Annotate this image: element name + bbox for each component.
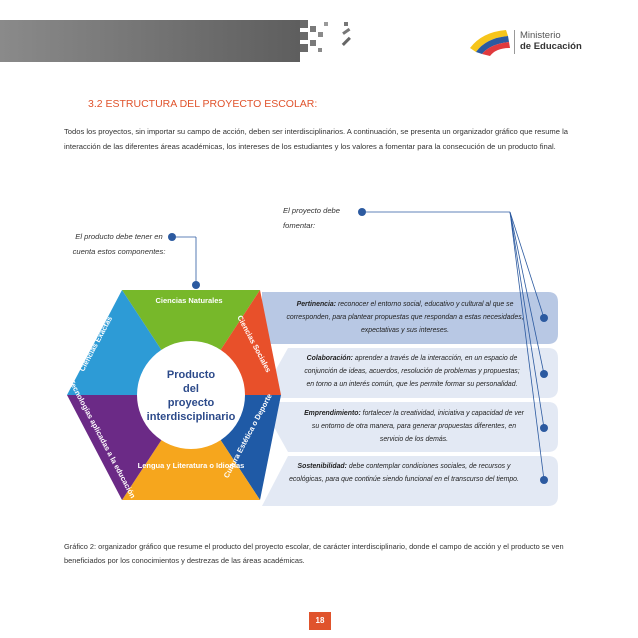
center-line-4: interdisciplinario	[147, 411, 236, 423]
left-connector	[172, 236, 197, 284]
intro-paragraph: Todos los proyectos, sin importar su cam…	[64, 127, 568, 152]
value-sostenibilidad: Sostenibilidad: debe contemplar condicio…	[280, 460, 528, 486]
logo-divider	[514, 30, 515, 54]
value-dots	[540, 314, 548, 484]
center-line-3: proyecto	[168, 397, 215, 409]
value-label: Colaboración:	[306, 355, 353, 362]
value-text: reconocer el entorno social, educativo y…	[286, 301, 524, 334]
center-line-1: Producto	[167, 369, 216, 381]
annotation-right: El proyecto debe fomentar:	[283, 206, 340, 230]
value-bar-4	[262, 456, 558, 506]
header-pencil-icon	[341, 22, 351, 46]
ministry-name: Ministerio de Educación	[520, 30, 582, 52]
value-bar-3	[260, 402, 558, 452]
label-ciencias-naturales: Ciencias Naturales	[155, 296, 222, 305]
ministerio-logo-icon	[470, 30, 510, 56]
label-lengua-literatura: Lengua y Literatura o Idiomas	[138, 461, 245, 470]
center-line-2: del	[183, 383, 199, 395]
right-annotation-dot	[358, 208, 366, 216]
value-pertinencia: Pertinencia: reconocer el entorno social…	[282, 298, 528, 337]
hexagon	[67, 290, 281, 500]
section-title: 3.2 ESTRUCTURA DEL PROYECTO ESCOLAR:	[88, 98, 318, 110]
value-label: Sostenibilidad:	[297, 463, 347, 470]
hexagon-top-dot	[192, 281, 200, 289]
ministry-line-2: de Educación	[520, 41, 582, 52]
page-number: 18	[309, 612, 331, 630]
value-bar-2	[260, 348, 558, 398]
figure-caption: Gráfico 2: organizador gráfico que resum…	[64, 542, 564, 565]
center-label: Producto del proyecto interdisciplinario	[147, 369, 236, 423]
annotation-left: El producto debe tener en cuenta estos c…	[72, 232, 166, 256]
hexagon-center	[137, 341, 245, 449]
value-label: Pertinencia:	[296, 301, 337, 308]
value-bar-1	[262, 292, 558, 344]
value-text: aprender a través de la interacción, en …	[304, 355, 520, 388]
value-text: debe contemplar condiciones sociales, de…	[289, 463, 519, 483]
value-emprendimiento: Emprendimiento: fortalecer la creativida…	[300, 407, 528, 446]
value-text: fortalecer la creatividad, iniciativa y …	[311, 410, 524, 443]
left-annotation-dot	[168, 233, 176, 241]
right-connectors	[362, 211, 545, 481]
value-colaboracion: Colaboración: aprender a través de la in…	[302, 352, 522, 391]
ministry-line-1: Ministerio	[520, 30, 561, 41]
value-label: Emprendimiento:	[304, 410, 361, 417]
header-pixel-band	[0, 20, 328, 62]
value-bars	[260, 292, 558, 506]
